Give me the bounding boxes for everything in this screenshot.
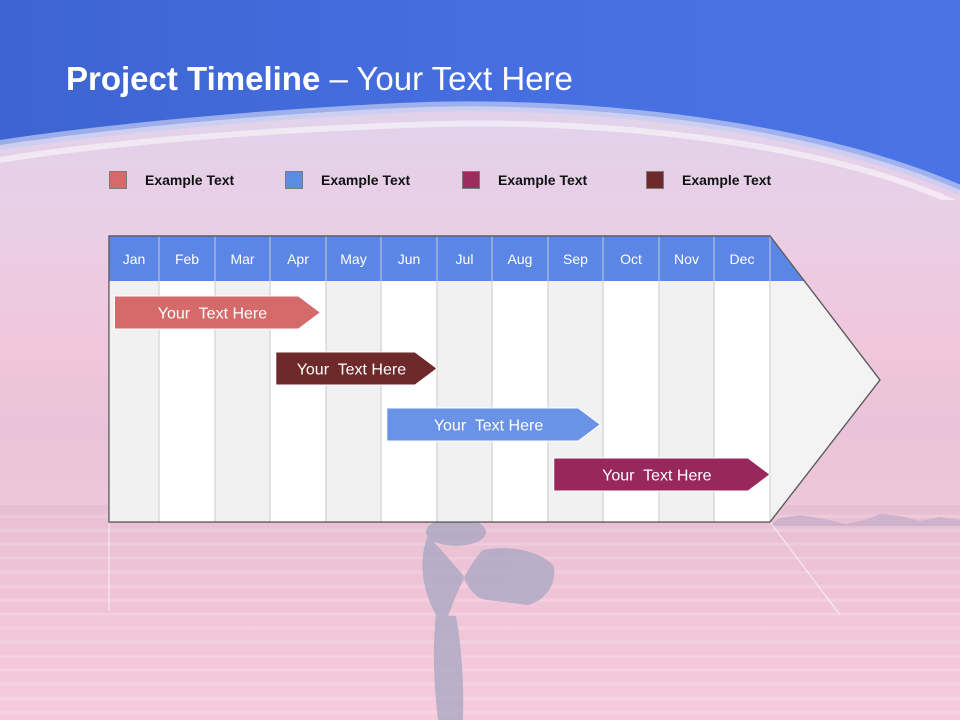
sea-background	[0, 505, 960, 720]
task-bar	[386, 407, 602, 442]
month-header-cell	[492, 236, 548, 281]
legend-swatch	[646, 171, 664, 189]
legend-item-3: Example Text	[462, 170, 587, 190]
month-header-cell	[381, 236, 437, 281]
page-title-bold: Project Timeline	[66, 60, 321, 97]
month-label: Aug	[508, 251, 533, 267]
task-bar	[114, 295, 322, 330]
month-header-cell	[437, 236, 492, 281]
timeline-outline	[108, 235, 881, 523]
task-bar	[275, 351, 438, 386]
month-header-cell	[270, 236, 326, 281]
legend-item-2: Example Text	[285, 170, 410, 190]
legend-swatch	[109, 171, 127, 189]
month-header-cell	[326, 236, 381, 281]
task-label: Your Text Here	[434, 418, 544, 435]
month-label: Jul	[456, 251, 474, 267]
task-label: Your Text Here	[297, 362, 407, 379]
month-header-cell	[159, 236, 215, 281]
legend-item-1: Example Text	[109, 170, 234, 190]
month-label: Oct	[620, 251, 642, 267]
month-header-cell	[714, 236, 770, 281]
reflection-line	[769, 521, 841, 616]
task-label: Your Text Here	[158, 306, 268, 323]
legend-label: Example Text	[498, 172, 588, 188]
task-bar	[553, 457, 771, 492]
legend-swatch	[285, 171, 303, 189]
month-column	[437, 281, 492, 522]
legend-swatch	[462, 171, 480, 189]
header-band	[0, 0, 960, 200]
month-label: Apr	[287, 251, 309, 267]
month-label: Dec	[730, 251, 755, 267]
month-header-cell	[215, 236, 270, 281]
month-label: Jan	[123, 251, 146, 267]
month-column	[492, 281, 548, 522]
month-label: Jun	[398, 251, 421, 267]
legend-label: Example Text	[321, 172, 411, 188]
month-label: Feb	[175, 251, 199, 267]
task-label: Your Text Here	[602, 468, 712, 485]
distant-hills-image	[770, 514, 960, 526]
month-label: May	[340, 251, 366, 267]
month-header-cell	[548, 236, 603, 281]
page-title-rest: – Your Text Here	[320, 60, 573, 97]
month-header-cell	[603, 236, 659, 281]
legend-item-4: Example Text	[646, 170, 771, 190]
page-title: Project Timeline – Your Text Here	[66, 60, 573, 98]
legend-label: Example Text	[145, 172, 235, 188]
month-label: Sep	[563, 251, 588, 267]
yoga-figure-image	[422, 520, 555, 720]
month-label: Mar	[230, 251, 254, 267]
month-column	[326, 281, 381, 522]
legend-label: Example Text	[682, 172, 772, 188]
month-header-cell	[659, 236, 714, 281]
month-column	[381, 281, 437, 522]
month-header-cell	[109, 236, 159, 281]
month-label: Nov	[674, 251, 699, 267]
